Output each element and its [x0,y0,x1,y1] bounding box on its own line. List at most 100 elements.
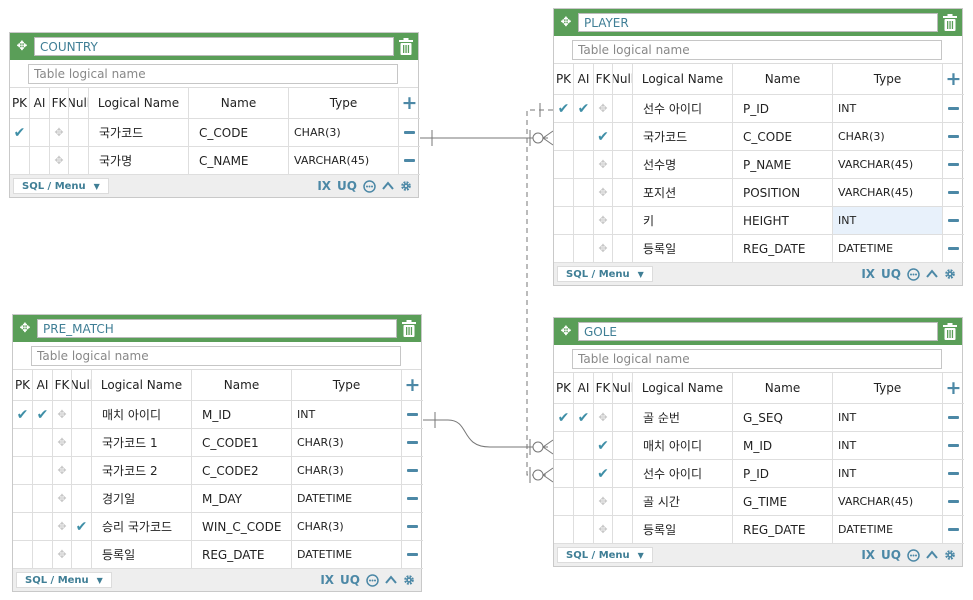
fk-flag-cell[interactable]: ✥ [594,95,613,123]
ai-flag-cell[interactable]: ✔ [33,401,53,429]
pk-flag-cell[interactable] [554,516,574,544]
null-flag-cell[interactable] [613,235,633,263]
null-flag-cell[interactable] [613,432,633,460]
null-flag-cell[interactable] [613,488,633,516]
column-name-cell[interactable]: C_CODE [733,123,833,151]
column-type-cell[interactable]: VARCHAR(45) [289,147,399,175]
pk-flag-cell[interactable] [13,541,33,569]
logical-name-cell[interactable]: 국가코드 1 [92,429,192,457]
index-button[interactable]: IX [861,267,876,281]
logical-name-cell[interactable]: 등록일 [633,516,733,544]
pk-flag-cell[interactable] [554,460,574,488]
remove-column-button[interactable] [943,460,964,488]
pk-flag-cell[interactable] [10,147,30,175]
move-icon[interactable]: ✥ [560,324,572,339]
null-flag-cell[interactable] [72,401,92,429]
sql-menu-button[interactable]: SQL / Menu▼ [557,266,653,282]
logical-name-cell[interactable]: 등록일 [92,541,192,569]
column-type-cell[interactable]: CHAR(3) [292,429,402,457]
null-flag-cell[interactable] [72,541,92,569]
comment-icon[interactable] [363,179,376,193]
unique-button[interactable]: UQ [340,573,360,587]
table-name-input[interactable] [578,322,938,341]
index-button[interactable]: IX [320,573,335,587]
move-icon[interactable]: ✥ [16,39,28,54]
null-flag-cell[interactable] [72,429,92,457]
remove-column-button[interactable] [402,457,423,485]
ai-flag-cell[interactable] [574,516,594,544]
table-logical-name-input[interactable] [31,345,401,366]
logical-name-cell[interactable]: 승리 국가코드 [92,513,192,541]
remove-column-button[interactable] [943,179,964,207]
remove-column-button[interactable] [943,404,964,432]
remove-column-button[interactable] [399,119,420,147]
fk-flag-cell[interactable]: ✥ [50,119,69,147]
column-type-cell[interactable]: DATETIME [833,516,943,544]
column-name-cell[interactable]: WIN_C_CODE [192,513,292,541]
index-button[interactable]: IX [317,179,332,193]
fk-flag-cell[interactable]: ✔ [594,123,613,151]
column-name-cell[interactable]: M_ID [192,401,292,429]
add-column-button[interactable]: + [399,88,420,119]
gear-icon[interactable] [944,549,956,561]
collapse-icon[interactable] [926,550,938,560]
column-type-cell[interactable]: INT [833,432,943,460]
column-name-cell[interactable]: G_SEQ [733,404,833,432]
collapse-icon[interactable] [385,575,397,585]
column-type-cell[interactable]: INT [833,404,943,432]
pk-flag-cell[interactable] [13,513,33,541]
remove-column-button[interactable] [943,488,964,516]
fk-flag-cell[interactable]: ✥ [53,457,72,485]
gear-icon[interactable] [944,268,956,280]
pk-flag-cell[interactable] [13,429,33,457]
column-name-cell[interactable]: REG_DATE [733,516,833,544]
null-flag-cell[interactable] [72,485,92,513]
index-button[interactable]: IX [861,548,876,562]
logical-name-cell[interactable]: 매치 아이디 [92,401,192,429]
add-column-button[interactable]: + [402,370,423,401]
collapse-icon[interactable] [926,269,938,279]
column-type-cell[interactable]: DATETIME [833,235,943,263]
ai-flag-cell[interactable]: ✔ [574,95,594,123]
ai-flag-cell[interactable] [30,119,50,147]
fk-flag-cell[interactable]: ✥ [53,429,72,457]
fk-flag-cell[interactable]: ✥ [53,485,72,513]
move-icon[interactable]: ✥ [560,15,572,30]
column-type-cell[interactable]: VARCHAR(45) [833,179,943,207]
pk-flag-cell[interactable] [554,432,574,460]
column-type-cell[interactable]: INT [833,95,943,123]
remove-column-button[interactable] [943,207,964,235]
unique-button[interactable]: UQ [337,179,357,193]
column-type-cell[interactable]: INT [292,401,402,429]
move-icon[interactable]: ✥ [19,321,31,336]
remove-column-button[interactable] [399,147,420,175]
pk-flag-cell[interactable] [554,123,574,151]
column-type-cell[interactable]: DATETIME [292,485,402,513]
column-type-cell[interactable]: DATETIME [292,541,402,569]
logical-name-cell[interactable]: 선수명 [633,151,733,179]
pk-flag-cell[interactable] [13,457,33,485]
ai-flag-cell[interactable] [33,541,53,569]
pk-flag-cell[interactable] [554,235,574,263]
column-name-cell[interactable]: P_NAME [733,151,833,179]
ai-flag-cell[interactable] [574,432,594,460]
fk-flag-cell[interactable]: ✥ [594,179,613,207]
ai-flag-cell[interactable] [574,488,594,516]
column-name-cell[interactable]: HEIGHT [733,207,833,235]
fk-flag-cell[interactable]: ✥ [50,147,69,175]
logical-name-cell[interactable]: 선수 아이디 [633,460,733,488]
table-logical-name-input[interactable] [572,348,942,369]
table-logical-name-input[interactable] [28,63,398,84]
null-flag-cell[interactable] [613,404,633,432]
